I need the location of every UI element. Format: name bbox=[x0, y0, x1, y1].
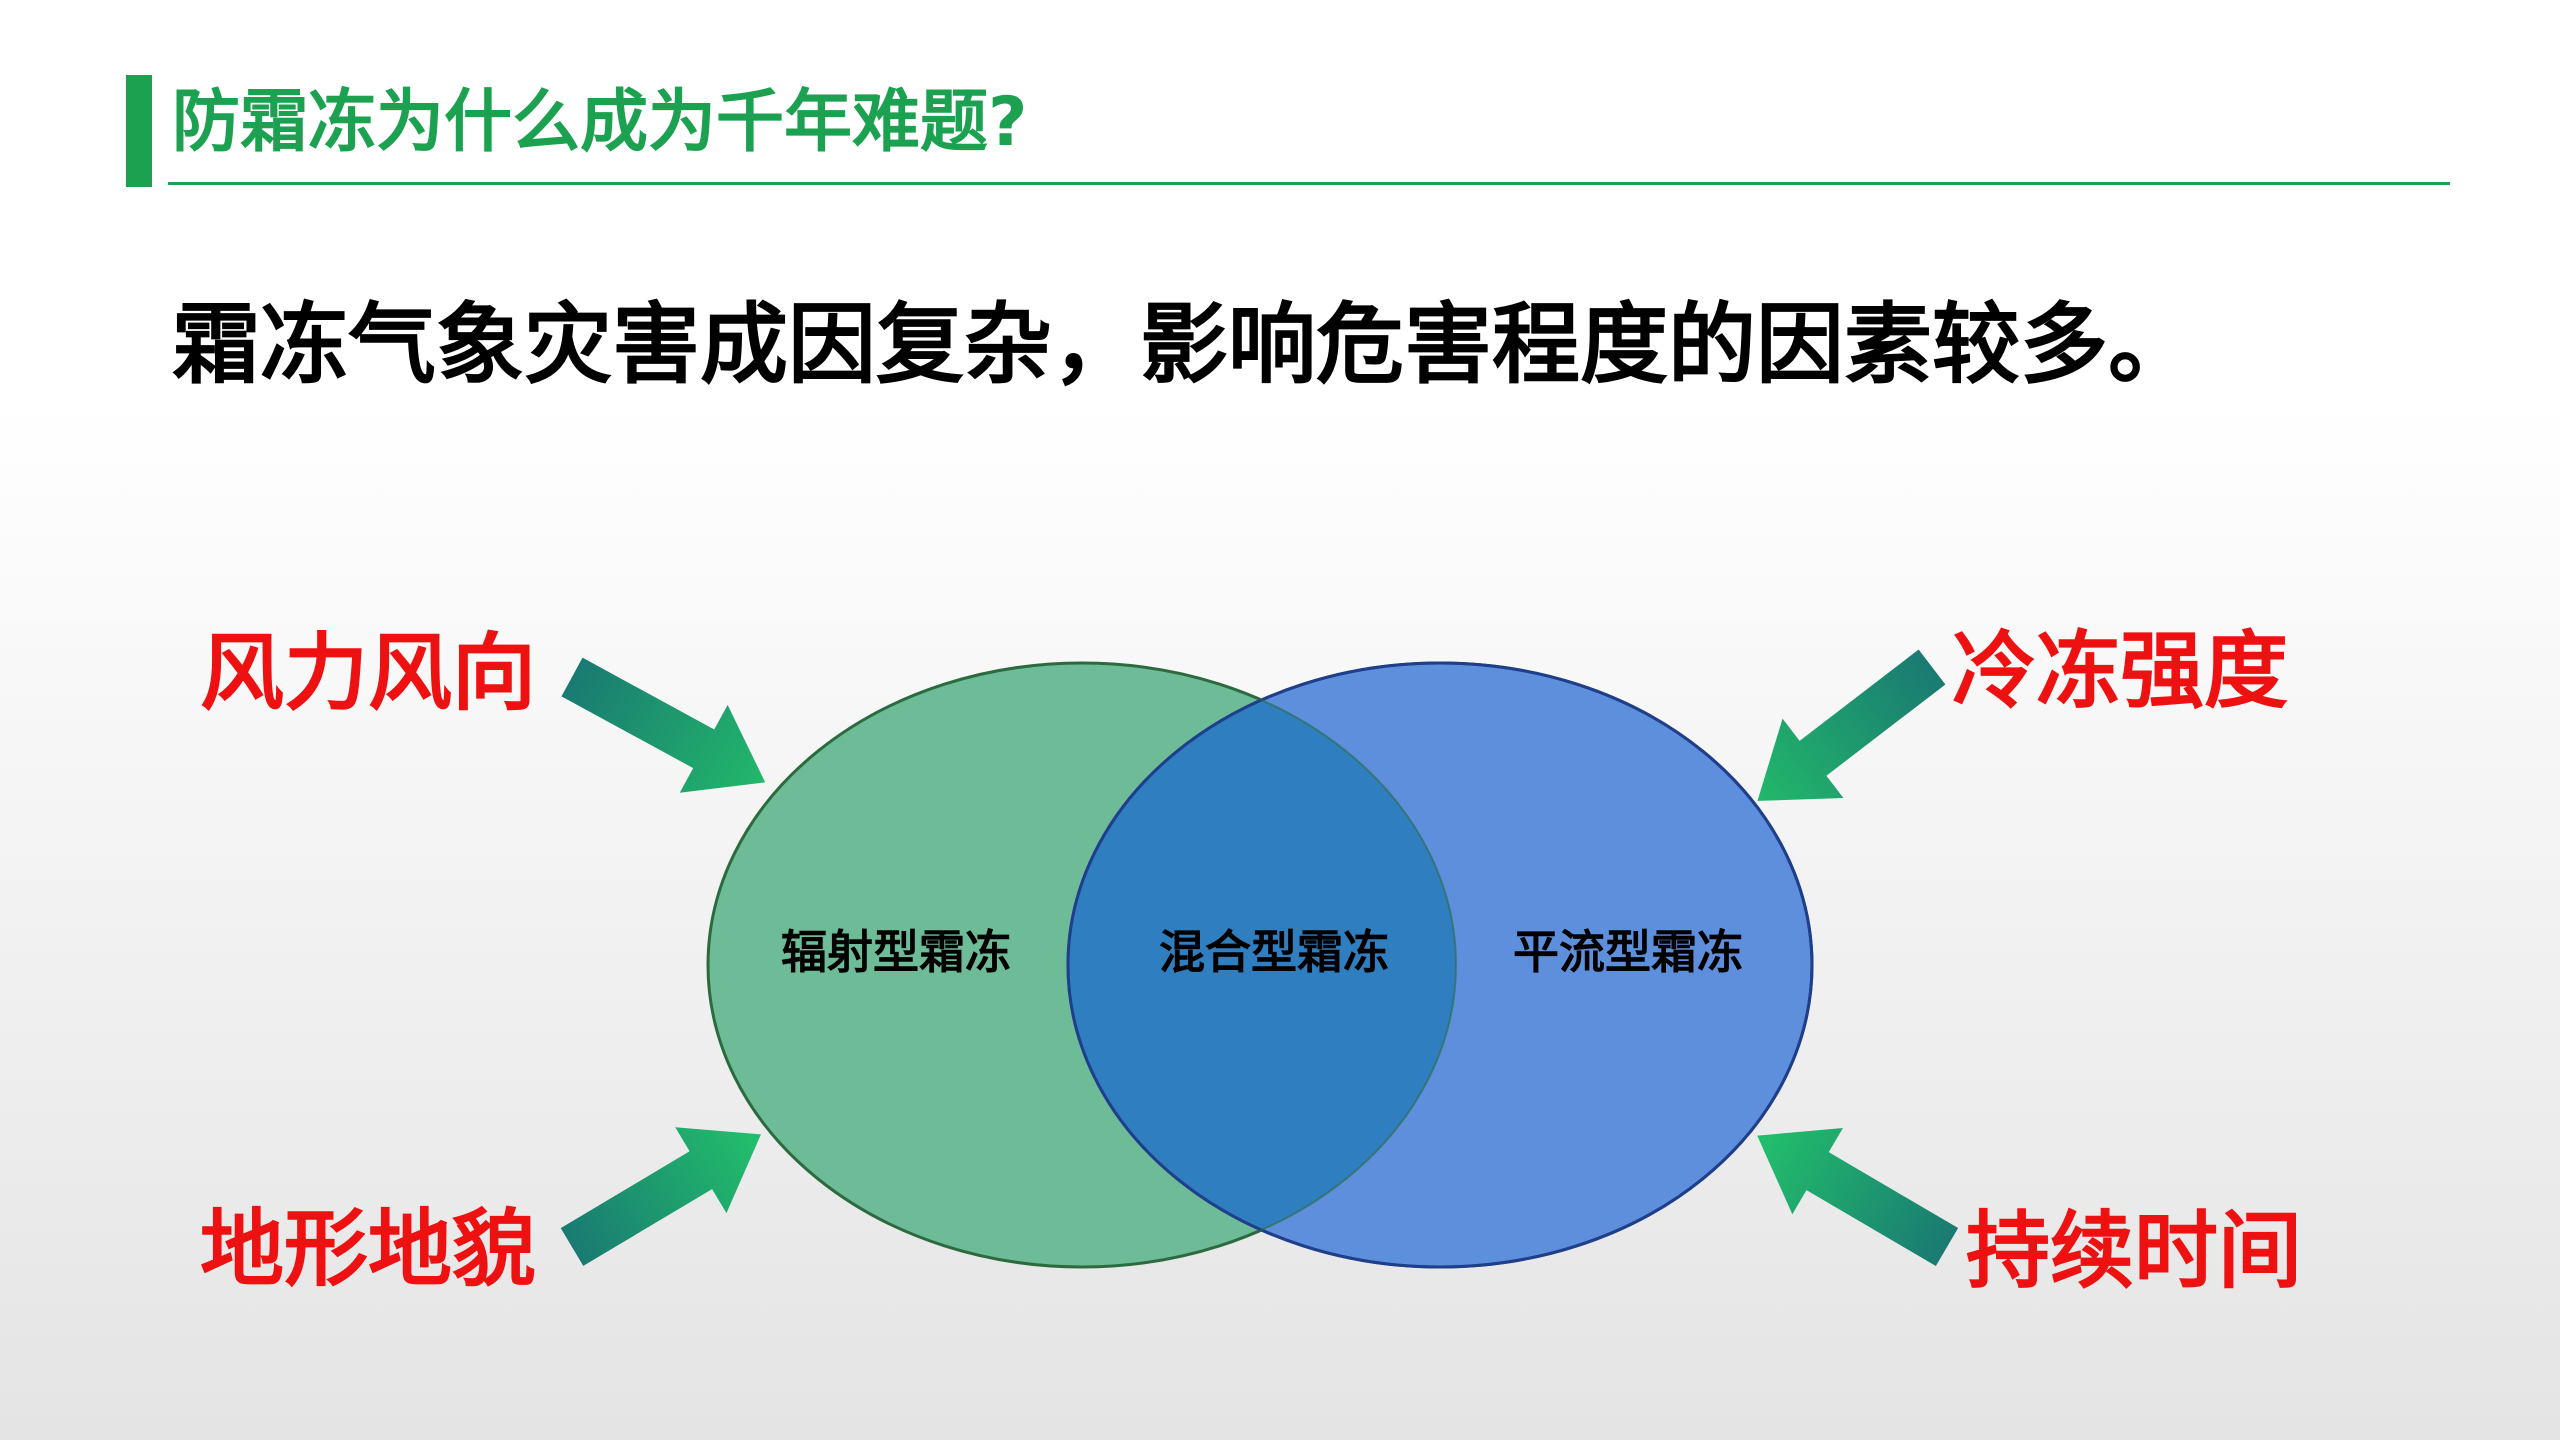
factor-terrain: 地形地貌 bbox=[200, 1200, 537, 1298]
overlap-region bbox=[1068, 663, 1456, 1267]
title-accent-bar bbox=[126, 75, 152, 187]
factor-duration: 持续时间 bbox=[1966, 1202, 2303, 1300]
factor-cold-intensity: 冷冻强度 bbox=[1952, 622, 2289, 720]
arrow-bottom-right bbox=[1757, 1127, 1959, 1266]
slide-subtitle: 霜冻气象灾害成因复杂，影响危害程度的因素较多。 bbox=[172, 293, 2197, 396]
label-mixed-frost: 混合型霜冻 bbox=[1159, 925, 1389, 979]
label-advection-frost: 平流型霜冻 bbox=[1513, 925, 1743, 979]
right-ellipse-outline bbox=[1066, 661, 1814, 1269]
arrow-bottom-left bbox=[560, 1127, 761, 1266]
label-radiation-frost: 辐射型霜冻 bbox=[781, 925, 1011, 979]
arrow-top-right bbox=[1757, 649, 1946, 801]
arrow-top-left bbox=[561, 657, 766, 793]
slide-title: 防霜冻为什么成为千年难题? bbox=[172, 83, 1028, 162]
factor-wind: 风力风向 bbox=[200, 624, 537, 722]
title-divider bbox=[168, 182, 2450, 185]
left-ellipse-outline bbox=[707, 662, 1457, 1268]
